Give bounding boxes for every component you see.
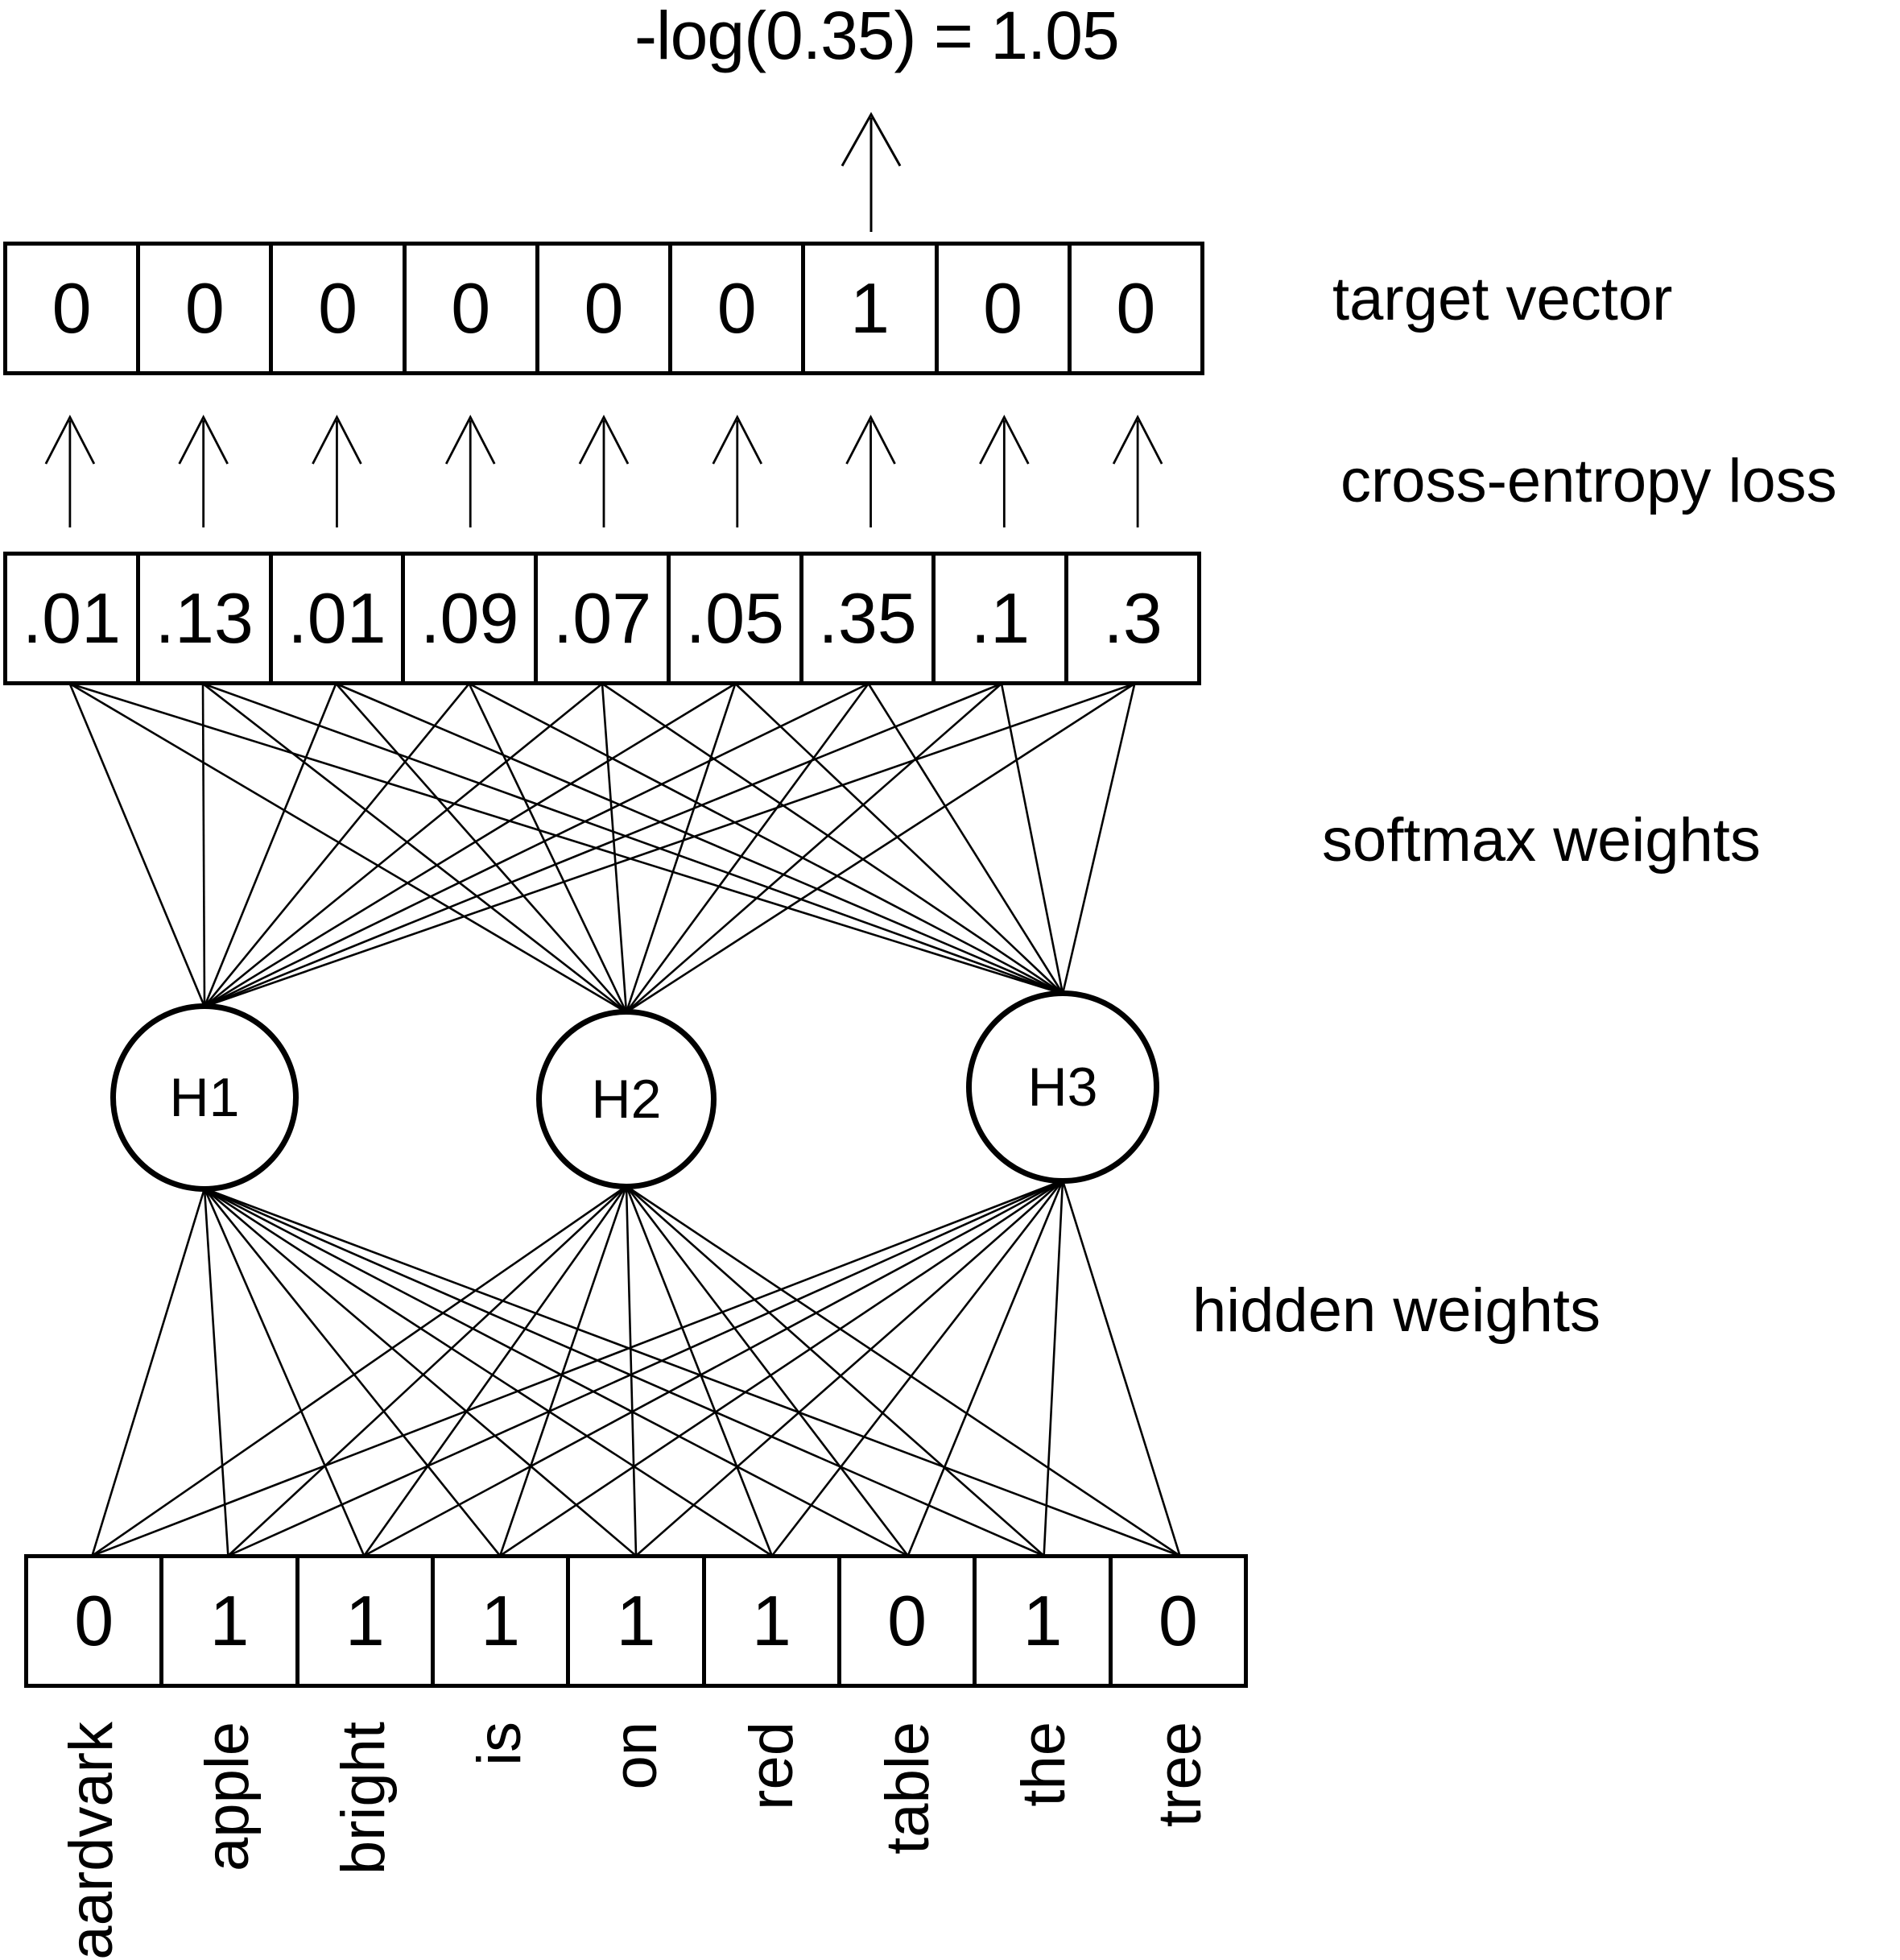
word-label-table: table	[873, 1722, 942, 1855]
softmax-cell: .3	[1064, 556, 1197, 681]
hidden-node-h2: H2	[536, 1009, 717, 1189]
input-cell: 1	[159, 1558, 295, 1684]
target-cell: 1	[801, 246, 934, 371]
softmax-weights-label: softmax weights	[1322, 806, 1761, 875]
word-label-red: red	[737, 1722, 806, 1810]
softmax-cell: .01	[22, 578, 122, 658]
word-label-bright: bright	[329, 1722, 399, 1875]
input-cell: 1	[566, 1558, 701, 1684]
input-cell: 1	[701, 1558, 837, 1684]
word-label-the: the	[1009, 1722, 1078, 1807]
target-cell: 0	[269, 246, 402, 371]
input-cell: 0	[74, 1581, 114, 1660]
target-cell: 0	[52, 268, 92, 348]
input-cell: 1	[430, 1558, 566, 1684]
target-vector-label: target vector	[1332, 265, 1673, 333]
target-cell: 0	[1067, 246, 1200, 371]
input-cell: 0	[1108, 1558, 1244, 1684]
softmax-cell: .09	[401, 556, 534, 681]
input-cell: 1	[973, 1558, 1108, 1684]
target-cell: 0	[934, 246, 1068, 371]
input-cell: 1	[295, 1558, 431, 1684]
target-cell: 0	[136, 246, 269, 371]
softmax-cell: .07	[534, 556, 667, 681]
softmax-cell: .05	[666, 556, 799, 681]
word-label-apple: apple	[193, 1722, 262, 1871]
cross-entropy-loss-label: cross-entropy loss	[1340, 447, 1837, 515]
target-cell: 0	[402, 246, 535, 371]
word-label-is: is	[465, 1722, 535, 1766]
loss-formula: -log(0.35) = 1.05	[634, 0, 1120, 73]
softmax-output-row: .01.13.01.09.07.05.35.1.3	[3, 552, 1201, 685]
word-label-on: on	[601, 1722, 670, 1790]
target-cell: 0	[668, 246, 801, 371]
hidden-node-h3: H3	[966, 990, 1159, 1184]
softmax-cell: .1	[931, 556, 1064, 681]
softmax-cell: .13	[135, 556, 269, 681]
softmax-cell: .01	[268, 556, 402, 681]
target-cell: 0	[535, 246, 668, 371]
word-label-aardvark: aardvark	[57, 1722, 126, 1960]
hidden-weights-label: hidden weights	[1192, 1276, 1601, 1345]
hidden-node-h1: H1	[110, 1003, 299, 1192]
softmax-cell: .35	[799, 556, 932, 681]
input-cell: 0	[836, 1558, 973, 1684]
word-label-tree: tree	[1145, 1722, 1214, 1827]
